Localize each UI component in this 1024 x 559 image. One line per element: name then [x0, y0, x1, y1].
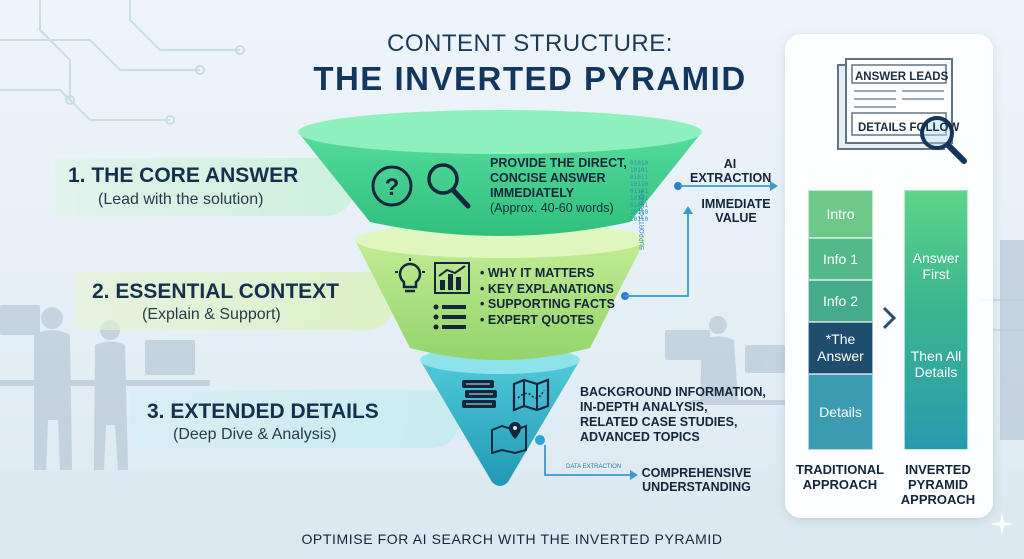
binary-digit-row: 01011 — [630, 174, 649, 181]
tier-3-band — [130, 390, 460, 448]
tier-3-subheading: (Deep Dive & Analysis) — [173, 426, 337, 443]
tier-3-desc-line: RELATED CASE STUDIES, — [580, 415, 738, 429]
tier-2-subheading: (Explain & Support) — [142, 306, 281, 323]
tier-1-subheading: (Lead with the solution) — [98, 191, 264, 208]
page-title: THE INVERTED PYRAMID — [313, 60, 747, 97]
title-line-1: CONTENT STRUCTURE: — [387, 30, 673, 57]
traditional-label-line: TRADITIONAL — [795, 462, 885, 477]
traditional-approach-label: TRADITIONAL APPROACH — [786, 462, 894, 492]
chevron-right-icon — [882, 306, 897, 330]
ai-extraction-label: AI EXTRACTION — [690, 157, 772, 185]
question-icon: ? — [371, 165, 413, 207]
inverted-label-line: INVERTED — [905, 462, 971, 477]
tier-1-heading: 1. THE CORE ANSWER — [68, 164, 299, 187]
newspaper-headline: ANSWER LEADS — [855, 71, 949, 83]
traditional-block-details: Details — [808, 374, 873, 450]
immediate-value-line: VALUE — [715, 211, 757, 225]
binary-digit-row: 01101 — [630, 188, 649, 195]
tier-3-description: BACKGROUND INFORMATION, IN-DEPTH ANALYSI… — [580, 385, 766, 445]
binary-stream: 01010 10101 01011 10110 01101 10101 0100… — [630, 160, 648, 223]
tier-1-desc-line: CONCISE ANSWER — [490, 171, 606, 185]
binary-digit-row: 10110 — [630, 209, 649, 216]
tier-1-desc-line: IMMEDIATELY — [490, 186, 575, 200]
map-icon — [512, 378, 550, 412]
binary-digit-row: 10101 — [630, 195, 649, 202]
newspaper-icon — [837, 58, 967, 164]
books-icon — [462, 380, 497, 408]
immediate-value-label: IMMEDIATE VALUE — [696, 197, 776, 225]
data-extraction-label: DATA EXTRACTION — [566, 464, 622, 470]
tier-2-heading: 2. ESSENTIAL CONTEXT — [92, 280, 339, 303]
support-for-rich-label: SUPPORT FOR RICH — [640, 190, 646, 250]
ai-extraction-line: AI — [723, 157, 737, 171]
tier-3-heading: 3. EXTENDED DETAILS — [147, 400, 379, 423]
sparkle-icon — [990, 512, 1014, 536]
svg-text:?: ? — [385, 174, 400, 201]
tier-2-band — [75, 272, 395, 330]
newspaper-subline: DETAILS FOLLOW — [858, 122, 960, 134]
comprehensive-line: UNDERSTANDING — [642, 480, 751, 494]
binary-digit-row: 10110 — [630, 216, 649, 223]
tier-3-desc-line: ADVANCED TOPICS — [580, 430, 700, 444]
list-item: WHY IT MATTERS — [480, 266, 615, 282]
tier-3-desc-line: IN-DEPTH ANALYSIS, — [580, 400, 708, 414]
footer-tagline: OPTIMISE FOR AI SEARCH WITH THE INVERTED… — [301, 531, 723, 547]
binary-digit-row: 01010 — [630, 160, 649, 167]
bar-chart-icon — [434, 262, 470, 294]
lightbulb-icon — [395, 258, 425, 293]
inverted-then-all-details: Then All Details — [910, 348, 962, 380]
tier-1-desc-line: PROVIDE THE DIRECT, — [490, 156, 627, 170]
list-item: KEY EXPLANATIONS — [480, 282, 615, 298]
ai-extraction-line: EXTRACTION — [690, 171, 772, 185]
binary-digit-row: 01001 — [630, 202, 649, 209]
map-pin-icon — [491, 422, 527, 454]
list-item: EXPERT QUOTES — [480, 313, 615, 329]
tier-3-desc-line: BACKGROUND INFORMATION, — [580, 385, 766, 399]
traditional-label-line: APPROACH — [802, 477, 878, 492]
inverted-approach-label: INVERTED PYRAMID APPROACH — [888, 462, 988, 507]
list-icon — [433, 304, 466, 330]
list-item: SUPPORTING FACTS — [480, 297, 615, 313]
traditional-block-info-1: Info 1 — [808, 238, 873, 280]
inverted-label-line: PYRAMID — [908, 477, 968, 492]
traditional-block-info-2: Info 2 — [808, 280, 873, 322]
tier-1-band — [55, 158, 355, 216]
tier-1-description: PROVIDE THE DIRECT, CONCISE ANSWER IMMED… — [490, 156, 627, 216]
binary-digit-row: 10101 — [630, 167, 649, 174]
immediate-value-line: IMMEDIATE — [701, 197, 771, 211]
inverted-column — [904, 190, 968, 450]
traditional-block-intro: Intro — [808, 190, 873, 238]
comprehensive-line: COMPREHENSIVE — [641, 466, 752, 480]
magnifier-icon — [427, 163, 471, 209]
tier-2-bullet-list: WHY IT MATTERS KEY EXPLANATIONS SUPPORTI… — [480, 266, 615, 328]
comprehensive-understanding-label: COMPREHENSIVE UNDERSTANDING — [634, 466, 759, 494]
inverted-answer-first: Answer First — [912, 250, 960, 282]
tier-1-word-count: (Approx. 40-60 words) — [490, 201, 614, 215]
binary-digit-row: 10110 — [630, 181, 649, 188]
inverted-label-line: APPROACH — [900, 492, 976, 507]
traditional-block-answer: *The Answer — [808, 322, 873, 374]
